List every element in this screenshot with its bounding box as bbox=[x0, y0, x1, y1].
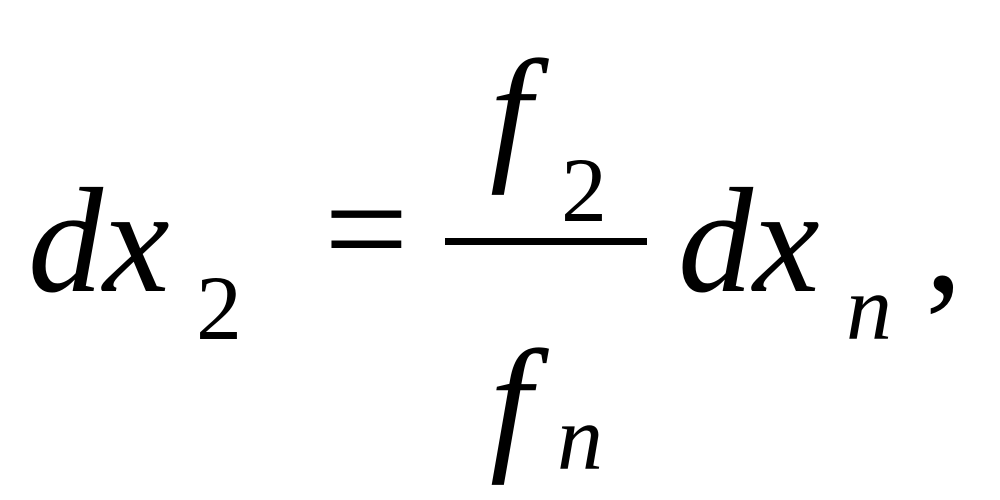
rhs-subscript: n bbox=[846, 257, 892, 359]
denominator-f: f bbox=[490, 320, 532, 486]
lhs-dx: dx bbox=[28, 158, 170, 324]
numerator-subscript: 2 bbox=[561, 139, 607, 241]
rhs-dx: dx bbox=[678, 158, 820, 324]
denominator-subscript: n bbox=[557, 387, 603, 489]
trailing-comma: , bbox=[925, 158, 963, 324]
lhs-subscript: 2 bbox=[196, 257, 242, 359]
equals-sign: = bbox=[324, 146, 409, 312]
numerator-f: f bbox=[490, 30, 532, 196]
fraction-bar bbox=[445, 238, 647, 245]
